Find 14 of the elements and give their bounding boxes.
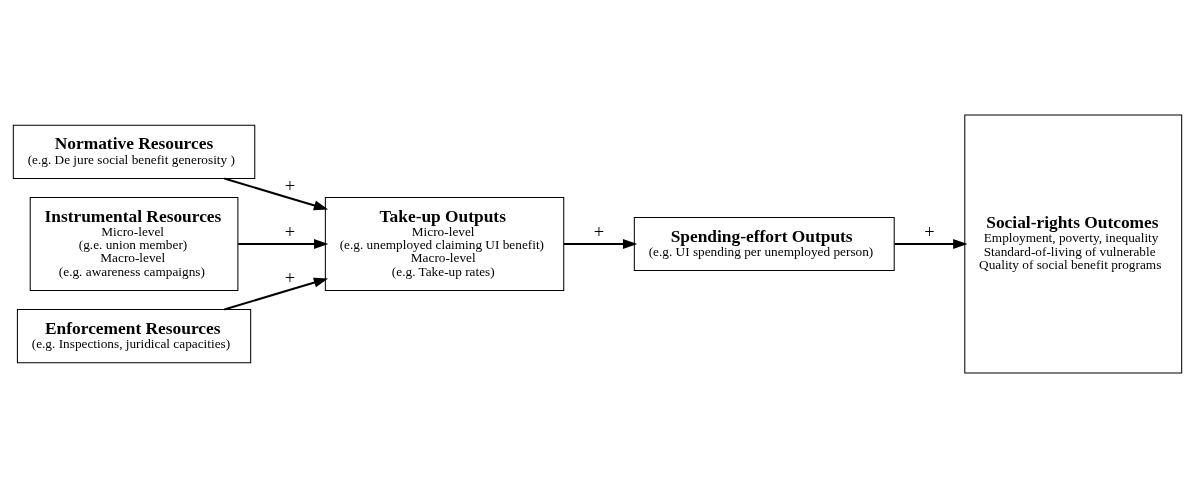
node-box: Enforcement Resources (e.g. Inspections, juridical capacities) xyxy=(16,308,252,363)
node-box: Normative Resources (e.g. De jure social benefit generosity ) xyxy=(12,124,256,179)
arrow xyxy=(894,238,968,249)
edge-label: + xyxy=(593,221,605,242)
edge-label: + xyxy=(284,221,296,242)
arrow xyxy=(563,238,638,249)
edge-label: + xyxy=(924,221,935,242)
edge-label: + xyxy=(284,175,296,196)
arrow xyxy=(238,238,329,249)
node-box: Instrumental Resources Micro-level (g.e. union member) Macro-level (e.g. awareness campaigns) xyxy=(29,196,239,291)
edge-label: + xyxy=(284,267,296,288)
node-box: Spending-effort Outputs (e.g. UI spending per unemployed person) xyxy=(633,216,895,271)
node-box: Social-rights Outcomes Employment, poverty, inequality Standard-of-living of vulnerable Quality of social benefit programs xyxy=(964,114,1183,373)
node-box: Take-up Outputs Micro-level (e.g. unemployed claiming UI benefit) Macro-level (e.g. Take-up rates) xyxy=(324,196,565,291)
